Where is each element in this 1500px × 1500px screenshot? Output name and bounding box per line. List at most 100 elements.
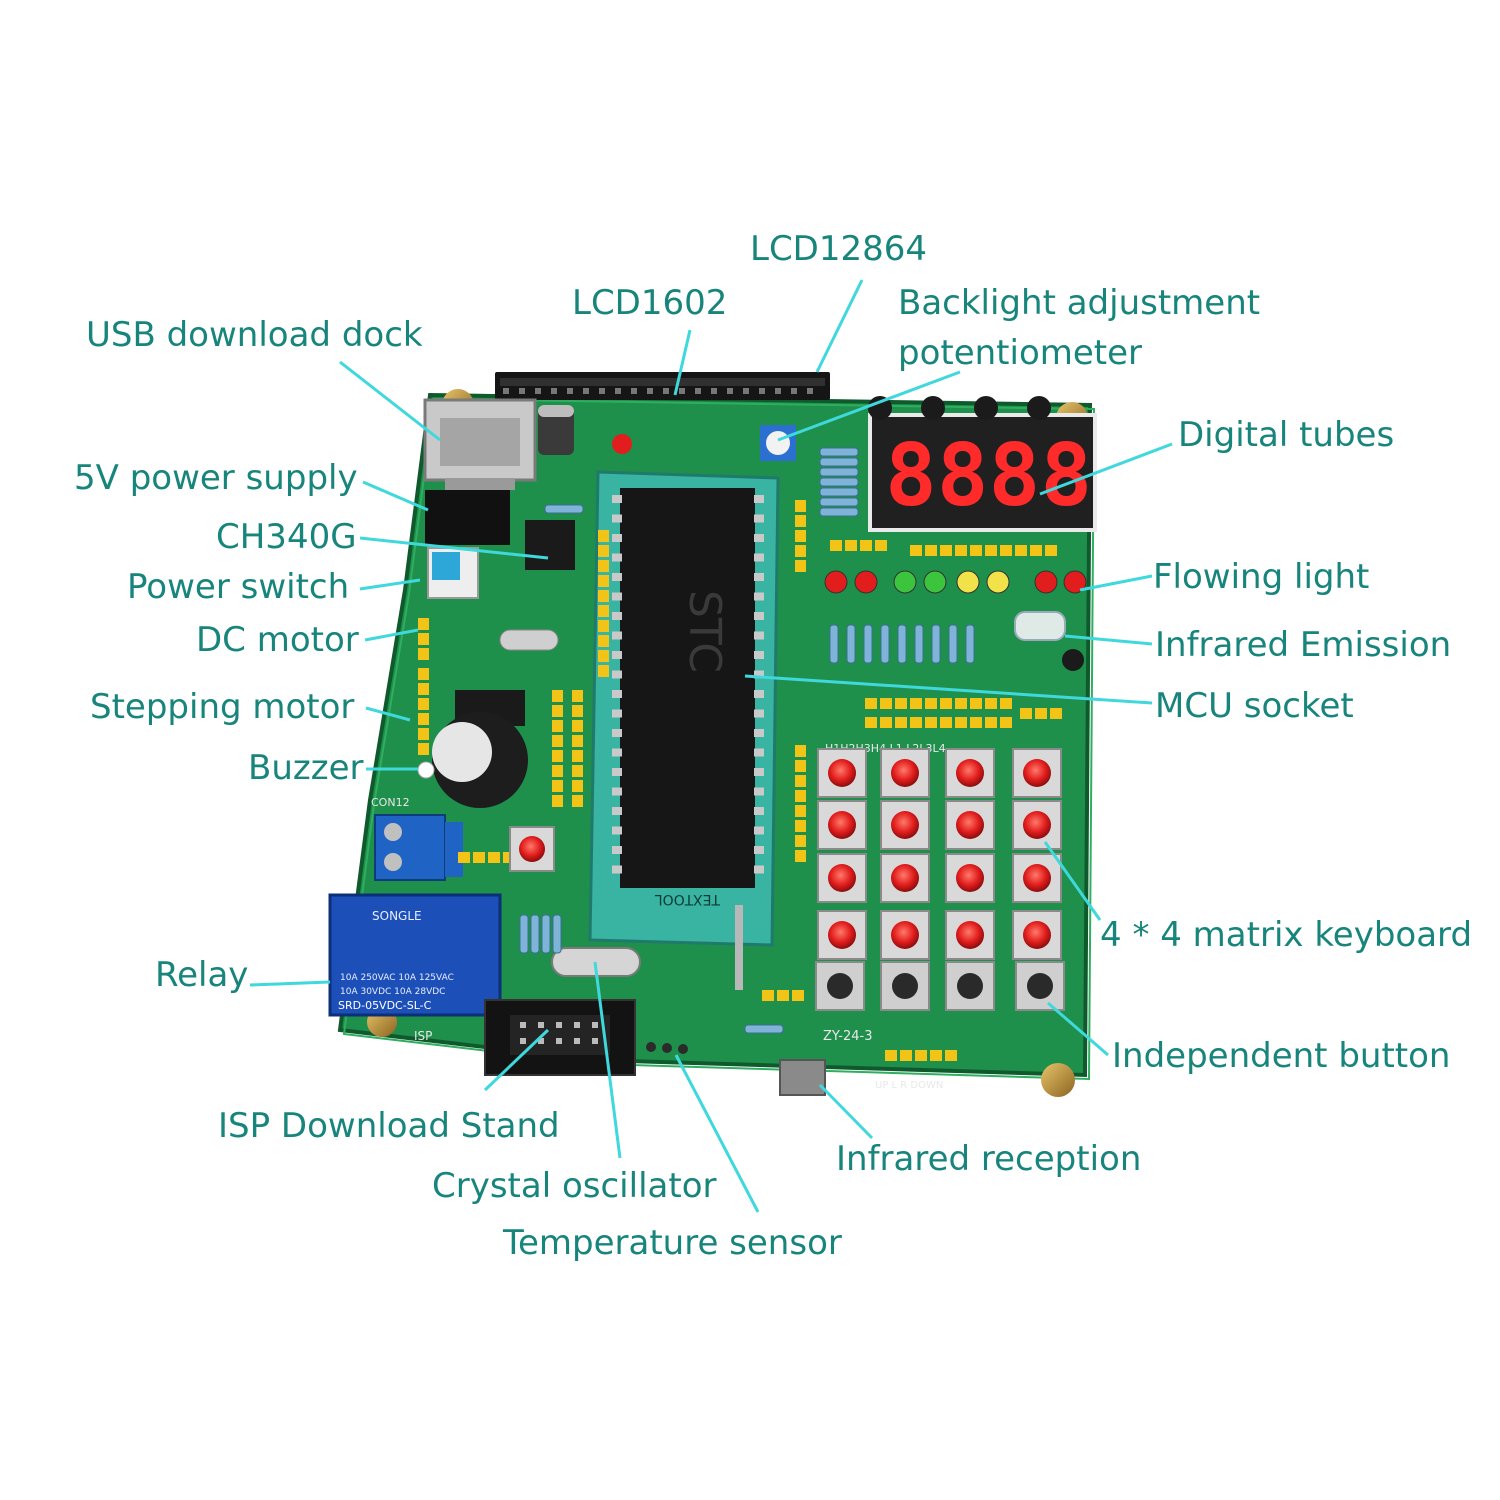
leader-digital-tubes <box>1039 442 1173 496</box>
header-pin <box>895 717 907 728</box>
label-independent-button: Independent button <box>1112 1036 1451 1076</box>
label-power-switch: Power switch <box>127 567 350 607</box>
led <box>956 570 980 594</box>
leader-power-switch <box>359 578 421 591</box>
header-pin <box>925 717 937 728</box>
header-pin <box>552 765 563 777</box>
header-pin <box>910 717 922 728</box>
mcu-pin <box>612 573 622 581</box>
lcd-pin <box>807 388 813 394</box>
header-pin <box>985 698 997 709</box>
header-pin <box>598 665 609 677</box>
mcu-pin <box>612 748 622 757</box>
resistor <box>948 624 958 664</box>
led <box>854 570 878 594</box>
header-pin <box>572 780 583 792</box>
mcu-pin <box>754 651 764 659</box>
matrix-key <box>828 864 856 892</box>
header-pin <box>418 633 429 645</box>
matrix-key <box>956 921 984 949</box>
header-pin <box>598 635 609 647</box>
label-stepping-motor: Stepping motor <box>90 687 355 727</box>
lcd-pin <box>711 388 717 394</box>
mcu-pin <box>754 729 764 737</box>
reset-key <box>519 836 545 862</box>
header-pin <box>572 795 583 807</box>
led <box>923 570 947 594</box>
header-pin <box>598 560 609 572</box>
power-jack <box>425 490 510 545</box>
header-pin <box>572 705 583 717</box>
header-pin <box>795 835 806 847</box>
resistor <box>829 624 839 664</box>
label-relay: Relay <box>155 955 249 995</box>
lcd-pin <box>791 388 797 394</box>
label-crystal-oscillator: Crystal oscillator <box>432 1166 717 1206</box>
resistor <box>965 624 975 664</box>
leader-crystal <box>593 961 622 1159</box>
lcd-pin <box>679 388 685 394</box>
resistor <box>914 624 924 664</box>
lcd-pin <box>503 388 509 394</box>
independent-key-housing <box>945 961 995 1011</box>
header-pin <box>1000 698 1012 709</box>
header-pin <box>1000 545 1012 556</box>
label-matrix-keyboard: 4 * 4 matrix keyboard <box>1100 915 1473 955</box>
header-pin <box>865 698 877 709</box>
matrix-key <box>891 759 919 787</box>
header-pin <box>762 990 774 1001</box>
leader-5v <box>362 480 429 512</box>
header-pin <box>598 590 609 602</box>
matrix-key <box>956 759 984 787</box>
label-lcd12864: LCD12864 <box>750 229 928 269</box>
header-pin <box>552 705 563 717</box>
mcu-pin <box>612 631 622 640</box>
header-pin <box>985 545 997 556</box>
resistor <box>897 624 907 664</box>
leader-lcd1602 <box>673 329 692 396</box>
header-pin <box>598 545 609 557</box>
header-pin <box>598 605 609 617</box>
power-switch <box>427 547 479 599</box>
matrix-key <box>828 811 856 839</box>
transistor <box>921 396 945 420</box>
resistor <box>880 624 890 664</box>
isp-pin <box>538 1038 544 1044</box>
label-ch340g: CH340G <box>216 517 357 557</box>
infrared-emitter <box>1014 611 1066 641</box>
mcu-chip-text: STC <box>679 590 730 673</box>
lcd-pin <box>583 388 589 394</box>
header-pin <box>955 717 967 728</box>
mcu-pin <box>612 612 622 620</box>
lcd-pin <box>551 388 557 394</box>
matrix-key <box>1023 759 1051 787</box>
matrix-keyboard <box>509 748 1062 960</box>
leader-lines <box>249 279 1173 1213</box>
label-infrared-emission: Infrared Emission <box>1155 625 1452 665</box>
header-pin <box>830 540 842 551</box>
independent-key <box>892 973 918 999</box>
independent-key-housing <box>880 961 930 1011</box>
led <box>893 570 917 594</box>
label-lcd1602: LCD1602 <box>572 283 728 323</box>
mcu-pin <box>612 534 622 542</box>
lcd-pin <box>775 388 781 394</box>
mcu-pin <box>612 553 622 562</box>
buzzer <box>417 712 528 808</box>
mcu-socket: STC TEXTOOL <box>588 470 780 990</box>
header-pin <box>795 560 806 572</box>
mcu-pin <box>754 768 764 776</box>
matrix-key <box>891 811 919 839</box>
leader-independent <box>1047 1001 1109 1057</box>
relay-model-text: SRD-05VDC-SL-C <box>338 999 432 1012</box>
lcd-pin <box>647 388 653 394</box>
ch340g-chip <box>525 520 575 570</box>
header-pin <box>1020 708 1032 719</box>
transistor <box>1027 396 1051 420</box>
lcd-pin <box>567 388 573 394</box>
label-isp-download-stand: ISP Download Stand <box>218 1106 560 1146</box>
header-pin <box>795 545 806 557</box>
resistor <box>819 497 859 507</box>
header-pin <box>488 852 500 863</box>
header-pin <box>572 750 583 762</box>
